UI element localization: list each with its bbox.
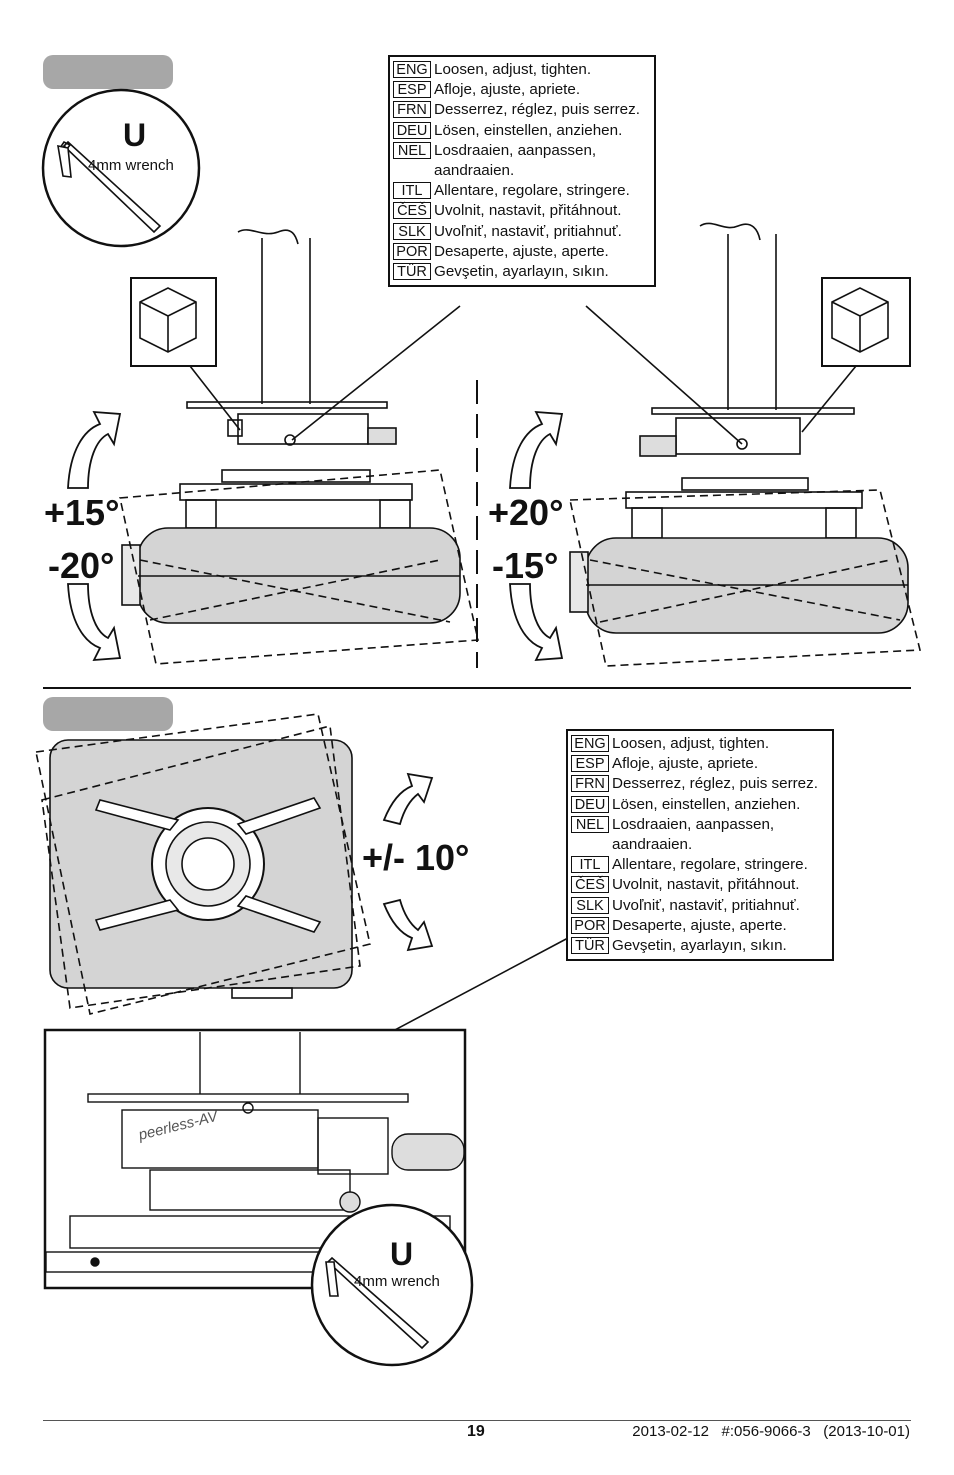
tilt-down-right: -15° xyxy=(492,545,559,586)
lang-code: SLK xyxy=(393,222,431,240)
lang-code: DEU xyxy=(571,795,609,813)
lang-code: FRN xyxy=(571,775,609,793)
instruction-text: Desserrez, réglez, puis serrez. xyxy=(612,775,818,793)
tilt-down-left: -20° xyxy=(48,545,115,586)
instruction-text: Desserrez, réglez, puis serrez. xyxy=(434,101,640,119)
lang-code: NEL xyxy=(393,141,431,159)
lang-code: ITL xyxy=(571,856,609,874)
lang-code: TÜR xyxy=(393,263,431,281)
footer-rule xyxy=(43,1420,911,1421)
instruction-text: Desaperte, ajuste, aperte. xyxy=(612,916,787,934)
instruction-text: Allentare, regolare, stringere. xyxy=(612,856,808,874)
instruction-text: Gevşetin, ayarlayın, sıkın. xyxy=(434,263,609,281)
rotation-angle: +/- 10° xyxy=(362,837,470,878)
document-info: 2013-02-12 #:056-9066-3 (2013-10-01) xyxy=(632,1423,910,1440)
lang-code: TÜR xyxy=(571,937,609,955)
instruction-text: Losdraaien, aanpassen, aandraaien. xyxy=(434,141,597,180)
instruction-text: Lösen, einstellen, anziehen. xyxy=(612,795,801,813)
lang-code: ENG xyxy=(393,61,431,78)
instruction-text: Afloje, ajuste, apriete. xyxy=(612,755,759,773)
instruction-text: Uvolnit, nastavit, přitáhnout. xyxy=(434,202,622,220)
lang-code: FRN xyxy=(393,101,431,119)
step-tab-bottom xyxy=(43,697,173,731)
instruction-text: Loosen, adjust, tighten. xyxy=(612,735,770,752)
instruction-text: Lösen, einstellen, anziehen. xyxy=(434,121,623,139)
lang-code: ENG xyxy=(571,735,609,752)
tool-letter-bottom: U xyxy=(390,1236,414,1272)
instruction-text: Losdraaien, aanpassen, aandraaien. xyxy=(612,815,775,854)
tilt-up-right: +20° xyxy=(488,492,564,533)
lang-code: NEL xyxy=(571,815,609,833)
tool-letter-top: U xyxy=(123,117,147,153)
instruction-text: Loosen, adjust, tighten. xyxy=(434,61,592,78)
instruction-text: Uvolnit, nastavit, přitáhnout. xyxy=(612,876,800,894)
section-divider xyxy=(43,687,911,689)
lang-code: ČEŠ xyxy=(571,876,609,894)
lang-code: DEU xyxy=(393,121,431,139)
instruction-text: Uvoľniť, nastaviť, pritiahnuť. xyxy=(434,222,622,240)
instruction-text: Allentare, regolare, stringere. xyxy=(434,182,630,200)
lang-code: ESP xyxy=(571,755,609,773)
page-number: 19 xyxy=(467,1423,485,1440)
lang-code: ČEŠ xyxy=(393,202,431,220)
instruction-text: Desaperte, ajuste, aperte. xyxy=(434,242,609,260)
step-tab-top xyxy=(43,55,173,89)
tool-label-top: 4mm wrench xyxy=(88,157,174,174)
tool-label-bottom: 4mm wrench xyxy=(354,1273,440,1290)
lang-code: POR xyxy=(393,242,431,260)
lang-code: ESP xyxy=(393,81,431,99)
tilt-up-left: +15° xyxy=(44,492,120,533)
instruction-text: Gevşetin, ayarlayın, sıkın. xyxy=(612,937,787,955)
lang-code: ITL xyxy=(393,182,431,200)
lang-code: SLK xyxy=(571,896,609,914)
instruction-text: Afloje, ajuste, apriete. xyxy=(434,81,581,99)
lang-code: POR xyxy=(571,916,609,934)
instruction-text: Uvoľniť, nastaviť, pritiahnuť. xyxy=(612,896,800,914)
